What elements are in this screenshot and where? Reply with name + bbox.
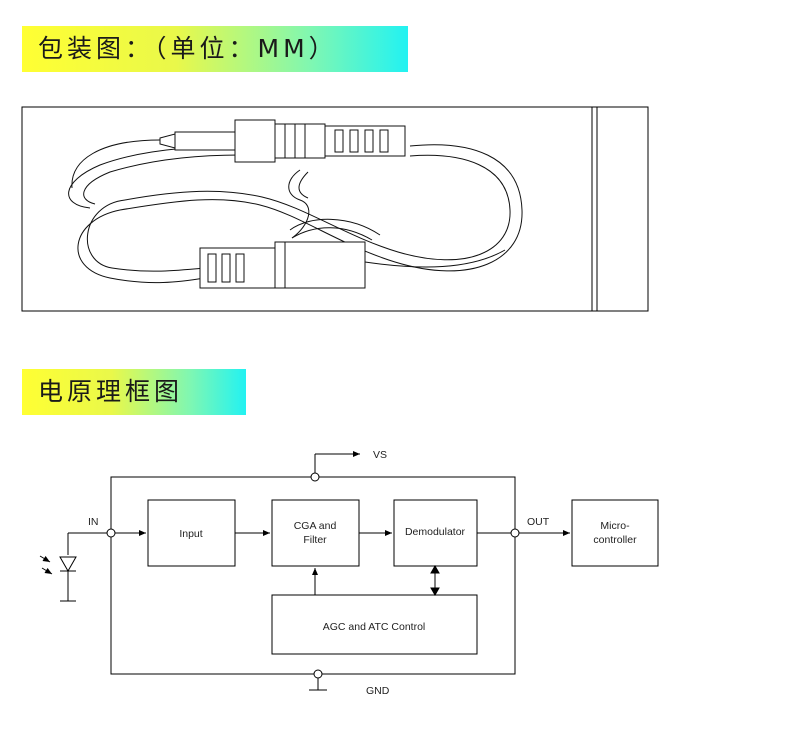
package-drawing-heading: 包装图：（单位：MM）: [22, 26, 408, 72]
out-label: OUT: [527, 516, 550, 528]
demodulator-label: Demodulator: [405, 526, 466, 538]
package-frame: [21, 106, 649, 312]
in-label: IN: [88, 516, 99, 528]
vs-label: VS: [373, 449, 387, 461]
cga-label-1: CGA and: [294, 520, 337, 532]
plug-top: [159, 119, 406, 163]
cga-label-2: Filter: [303, 534, 327, 546]
block-diagram-heading: 电原理框图: [22, 369, 246, 415]
cable-loop: [68, 139, 523, 284]
gnd-pin: [313, 669, 323, 679]
vs-pin: [310, 472, 320, 482]
agc-label: AGC and ATC Control: [323, 621, 426, 633]
out-pin: [510, 528, 520, 538]
cga-filter-block: [271, 499, 360, 567]
micro-label-2: controller: [593, 534, 637, 546]
agc-atc-block: [271, 594, 478, 655]
micro-label-1: Micro-: [600, 520, 630, 532]
photodiode-icon: [59, 556, 77, 573]
ic-outline: [110, 476, 516, 675]
in-pin: [106, 528, 116, 538]
gnd-label: GND: [366, 685, 390, 697]
microcontroller-block: [571, 499, 659, 567]
plug-bottom: [199, 241, 366, 289]
input-label: Input: [179, 528, 202, 540]
